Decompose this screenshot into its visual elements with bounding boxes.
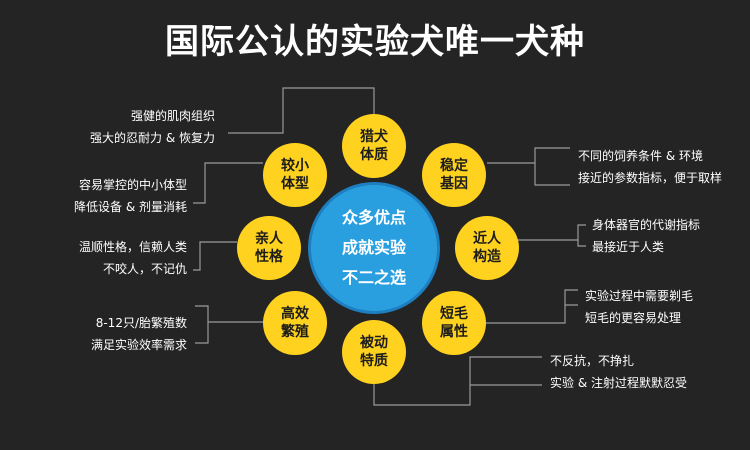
node-label: 稳定 bbox=[440, 158, 468, 174]
note-line: 不反抗，不挣扎 bbox=[550, 354, 635, 368]
node-label: 较小 bbox=[281, 158, 309, 174]
center-line-2: 成就实验 bbox=[341, 238, 406, 257]
note-line: 强健的肌肉组织 bbox=[130, 109, 215, 123]
node-human-like-structure: 近人 构造 bbox=[455, 216, 519, 280]
node-hound-physique: 猎犬 体质 bbox=[342, 114, 406, 178]
connector-left bbox=[193, 241, 237, 271]
note-upper-left: 容易掌控的中小体型 降低设备 & 剂量消耗 bbox=[74, 174, 187, 218]
note-line: 实验过程中需要剃毛 bbox=[585, 289, 694, 303]
note-bottom: 不反抗，不挣扎 实验 & 注射过程默默忍受 bbox=[550, 350, 687, 394]
node-label: 特质 bbox=[360, 353, 388, 369]
note-upper-right: 不同的饲养条件 & 环境 接近的参数指标，便于取样 bbox=[578, 145, 722, 189]
note-line: 满足实验效率需求 bbox=[90, 338, 187, 352]
node-efficient-breeding: 高效 繁殖 bbox=[263, 291, 327, 355]
note-left: 温顺性格，信赖人类 不咬人，不记仇 bbox=[79, 236, 187, 280]
node-label: 性格 bbox=[255, 249, 283, 265]
note-lower-right: 实验过程中需要剃毛 短毛的更容易处理 bbox=[585, 285, 693, 329]
node-stable-genes: 稳定 基因 bbox=[422, 143, 486, 207]
connector-bottom bbox=[373, 356, 542, 406]
node-friendly-nature: 亲人 性格 bbox=[237, 216, 301, 280]
node-short-hair: 短毛 属性 bbox=[422, 291, 486, 355]
note-right: 身体器官的代谢指标 最接近于人类 bbox=[592, 214, 700, 258]
node-smaller-size: 较小 体型 bbox=[263, 143, 327, 207]
node-label: 近人 bbox=[473, 231, 501, 247]
note-line: 温顺性格，信赖人类 bbox=[78, 240, 187, 254]
note-line: 短毛的更容易处理 bbox=[585, 311, 682, 325]
note-line: 不同的饲养条件 & 环境 bbox=[578, 149, 703, 163]
note-lower-left: 8-12只/胎繁殖数 满足实验效率需求 bbox=[91, 312, 187, 356]
connector-right bbox=[503, 224, 586, 241]
center-circle: 众多优点 成就实验 不二之选 bbox=[311, 185, 437, 311]
note-line: 身体器官的代谢指标 bbox=[592, 218, 701, 232]
note-line: 强大的忍耐力 & 恢复力 bbox=[90, 131, 215, 145]
node-label: 猎犬 bbox=[360, 129, 388, 145]
node-label: 被动 bbox=[360, 335, 388, 351]
note-top: 强健的肌肉组织 强大的忍耐力 & 恢复力 bbox=[90, 105, 215, 149]
center-line-1: 众多优点 bbox=[341, 208, 406, 227]
connector-upper-right bbox=[487, 147, 570, 164]
note-line: 最接近于人类 bbox=[592, 240, 665, 254]
page-title: 国际公认的实验犬唯一犬种 bbox=[165, 22, 585, 62]
node-passive-trait: 被动 特质 bbox=[342, 320, 406, 384]
center-line-3: 不二之选 bbox=[341, 268, 406, 287]
node-label: 高效 bbox=[281, 306, 309, 322]
note-line: 8-12只/胎繁殖数 bbox=[95, 316, 187, 330]
node-label: 体型 bbox=[281, 176, 309, 192]
node-label: 属性 bbox=[440, 324, 468, 340]
node-label: 体质 bbox=[360, 147, 388, 163]
note-line: 实验 & 注射过程默默忍受 bbox=[550, 376, 687, 390]
connector-lower-right bbox=[484, 304, 578, 324]
connector-top bbox=[228, 87, 375, 134]
node-label: 繁殖 bbox=[281, 324, 309, 340]
connector-upper-left bbox=[193, 162, 263, 204]
node-label: 亲人 bbox=[255, 231, 283, 247]
note-line: 降低设备 & 剂量消耗 bbox=[74, 200, 187, 214]
note-line: 容易掌控的中小体型 bbox=[78, 178, 187, 192]
connector-lower-left bbox=[195, 305, 263, 323]
note-line: 接近的参数指标，便于取样 bbox=[578, 171, 723, 185]
node-label: 短毛 bbox=[440, 306, 468, 322]
node-label: 构造 bbox=[473, 249, 501, 265]
note-line: 不咬人，不记仇 bbox=[102, 262, 187, 276]
node-label: 基因 bbox=[440, 176, 468, 192]
